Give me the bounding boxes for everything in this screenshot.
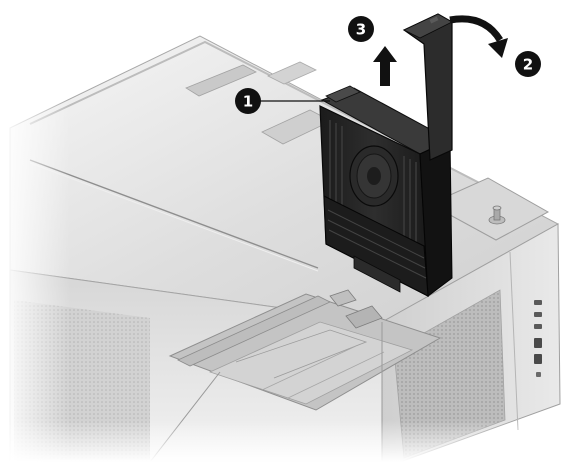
front-bevel: [509, 251, 519, 431]
top-panel-seam: [29, 159, 319, 269]
bay-floor-panel: [208, 321, 414, 405]
top-recess-3: [267, 61, 317, 85]
workstation-chassis: [0, 35, 573, 462]
thumbscrew-icon: [488, 205, 506, 225]
module-fan-icon: [349, 145, 399, 207]
bay-rail-lines: [235, 329, 368, 379]
bay-divider: [177, 295, 331, 367]
callout-2-label: 2: [523, 56, 533, 74]
module-edge-connector: [353, 255, 401, 293]
curved-arrow: [449, 15, 508, 58]
callout-3: 3: [348, 16, 374, 42]
callout-2: 2: [515, 51, 541, 77]
removable-module: [319, 13, 453, 298]
callout-1-label: 1: [243, 93, 253, 111]
front-io-ports: [534, 300, 542, 377]
bay-connector: [329, 289, 357, 307]
right-top-platform: [428, 177, 550, 241]
top-recess-1: [185, 64, 257, 97]
top-panel-seam-shadow: [29, 162, 319, 272]
callout-3-label: 3: [356, 21, 366, 39]
callout-1: 1: [235, 88, 261, 114]
up-arrow: [373, 46, 397, 86]
